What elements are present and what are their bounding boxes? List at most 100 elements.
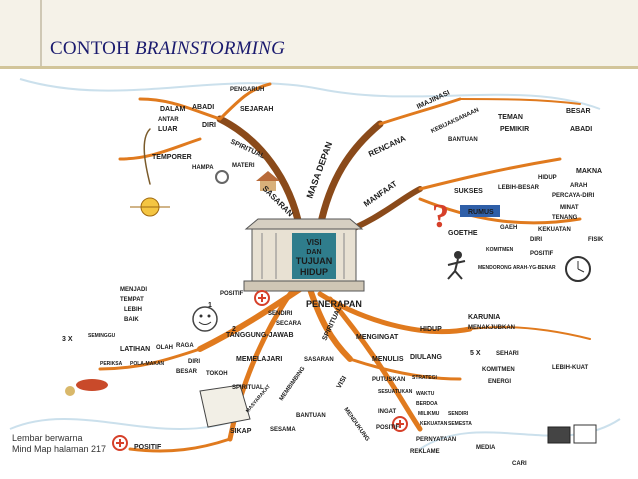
label-positif4: POSITIF bbox=[134, 444, 162, 451]
label-membimbing: MEMBIMBING bbox=[279, 366, 307, 402]
center-line4: HIDUP bbox=[300, 267, 328, 277]
label-positif2: POSITIF bbox=[220, 291, 244, 297]
label-sejarah: SEJARAH bbox=[240, 106, 273, 113]
label-periksa: PERIKSA bbox=[100, 361, 123, 367]
label-teman: TEMAN bbox=[498, 114, 523, 121]
label-goethe: GOETHE bbox=[448, 230, 478, 237]
center-building bbox=[243, 218, 365, 292]
label-luar: LUAR bbox=[158, 126, 177, 133]
label-sikap: SIKAP bbox=[230, 428, 252, 435]
label-bantuan: BANTUAN bbox=[448, 137, 478, 143]
label-sesama: SESAMA bbox=[270, 427, 296, 433]
label-fisik: FISIK bbox=[588, 237, 604, 243]
label-pemikir: PEMIKIR bbox=[500, 126, 529, 133]
label-kebijaksanaan: KEBIJAKSANAAN bbox=[430, 107, 480, 134]
label-percaya-diri: PERCAYA-DIRI bbox=[552, 193, 595, 199]
label-diri2: DIRI bbox=[530, 237, 542, 243]
label-latihan: LATIHAN bbox=[120, 346, 150, 353]
label-raga: RAGA bbox=[176, 343, 194, 349]
label-memelajari: MEMELAJARI bbox=[236, 356, 282, 363]
label-lebih-kuat: LEBIH-KUAT bbox=[552, 365, 589, 371]
label-tempat: TEMPAT bbox=[120, 297, 144, 303]
running-person-icon bbox=[447, 251, 466, 280]
label-secara: SECARA bbox=[276, 321, 302, 327]
label-hidup: HIDUP bbox=[538, 175, 557, 181]
label-positif3: POSITIF bbox=[376, 425, 400, 431]
label-penerapan: PENERAPAN bbox=[306, 299, 362, 309]
label-menulis: MENULIS bbox=[372, 356, 404, 363]
label-komitmen2: KOMITMEN bbox=[482, 367, 515, 373]
slide-title-italic: BRAINSTORMING bbox=[134, 38, 286, 59]
label-antar: ANTAR bbox=[158, 117, 179, 123]
label-five-x: 5 X bbox=[470, 350, 481, 357]
label-strategi: STRATEGI bbox=[412, 375, 438, 381]
label-reklame: REKLAME bbox=[410, 449, 440, 455]
plus-circle-icon bbox=[254, 290, 270, 306]
label-rumus: RUMUS bbox=[468, 209, 494, 216]
label-pengaruh: PENGARUH bbox=[230, 87, 264, 93]
house-icon bbox=[256, 171, 280, 191]
label-pernyataan: PERNYATAAN bbox=[416, 437, 456, 443]
label-lebih: LEBIH bbox=[124, 307, 142, 313]
label-tanggung-jawab: TANGGUNG-JAWAB bbox=[226, 332, 294, 339]
label-sendiri: SENDIRI bbox=[268, 311, 293, 317]
label-mendorong: MENDORONG ARAH-YG-BENAR bbox=[478, 265, 556, 271]
label-rencana: RENCANA bbox=[367, 134, 407, 159]
label-menakjubkan: MENAKJUBKAN bbox=[468, 325, 515, 331]
label-putuskan: PUTUSKAN bbox=[372, 377, 405, 383]
label-sendiri2: SENDIRI bbox=[448, 411, 469, 417]
label-mengingat: MENGINGAT bbox=[356, 334, 399, 341]
label-sukses: SUKSES bbox=[454, 188, 483, 195]
label-pola-makan: POLA-MAKAN bbox=[130, 361, 165, 367]
slide-title: CONTOH BRAINSTORMING bbox=[50, 38, 285, 60]
label-sasaran2: SASARAN bbox=[304, 357, 334, 363]
label-num1: 1 bbox=[208, 302, 212, 309]
label-abadi: ABADI bbox=[192, 104, 214, 111]
center-line1: VISI bbox=[306, 238, 321, 247]
label-hidup2: HIDUP bbox=[420, 326, 442, 333]
label-baik: BAIK bbox=[124, 317, 139, 323]
ring-icon bbox=[215, 170, 229, 184]
footnote: Lembar berwarna Mind Map halaman 217 bbox=[12, 433, 106, 455]
label-sesuatukan: SESUATUKAN bbox=[378, 389, 413, 395]
label-cari: CARI bbox=[512, 461, 527, 467]
label-diulang: DIULANG bbox=[410, 354, 442, 361]
label-media: MEDIA bbox=[476, 445, 496, 451]
mind-map: VISI DAN TUJUAN HIDUP ? bbox=[9, 78, 621, 467]
plus-circle-icon-2 bbox=[112, 435, 128, 451]
label-three-x: 3 X bbox=[62, 336, 73, 343]
idea-bulb-icon bbox=[130, 197, 170, 217]
label-hampa: HAMPA bbox=[192, 165, 214, 171]
label-temporer: TEMPORER bbox=[152, 154, 192, 161]
label-seminggu: SEMINGGU bbox=[88, 333, 116, 339]
label-besar: BESAR bbox=[566, 108, 591, 115]
label-semesta: SEMESTA bbox=[448, 421, 472, 427]
label-tokoh: TOKOH bbox=[206, 371, 228, 377]
label-keuatan: KEKUATAN bbox=[538, 227, 571, 233]
label-minat: MINAT bbox=[560, 205, 579, 211]
label-besar2: BESAR bbox=[176, 369, 198, 375]
label-spiritual3: SPIRITUAL bbox=[232, 385, 264, 391]
label-diri3: DIRI bbox=[188, 359, 200, 365]
label-kekuatan: KEKUATAN bbox=[420, 421, 448, 427]
footnote-line1: Lembar berwarna bbox=[12, 433, 83, 443]
slide-title-normal: CONTOH bbox=[50, 38, 135, 59]
branch-lines bbox=[98, 82, 591, 453]
label-num2: 2 bbox=[232, 326, 236, 333]
label-makna: MAKNA bbox=[576, 168, 602, 175]
question-mark-icon: ? bbox=[432, 198, 449, 235]
header-accent-bar bbox=[40, 0, 42, 66]
header-strip bbox=[0, 0, 638, 66]
tv-icon bbox=[547, 424, 597, 444]
header-divider bbox=[0, 66, 638, 69]
label-materi: MATERI bbox=[232, 163, 255, 169]
svg-text:?: ? bbox=[432, 198, 449, 235]
smiley-face-icon bbox=[192, 306, 218, 332]
label-visi: VISI bbox=[336, 375, 349, 390]
label-olah: OLAH bbox=[156, 345, 173, 351]
plus-circle-icon-3 bbox=[392, 416, 408, 432]
label-dalam: DALAM bbox=[160, 106, 185, 113]
label-waktu: WAKTU bbox=[416, 391, 435, 397]
label-berdoa: BERDOA bbox=[416, 401, 438, 407]
label-komitmen: KOMITMEN bbox=[486, 247, 514, 253]
